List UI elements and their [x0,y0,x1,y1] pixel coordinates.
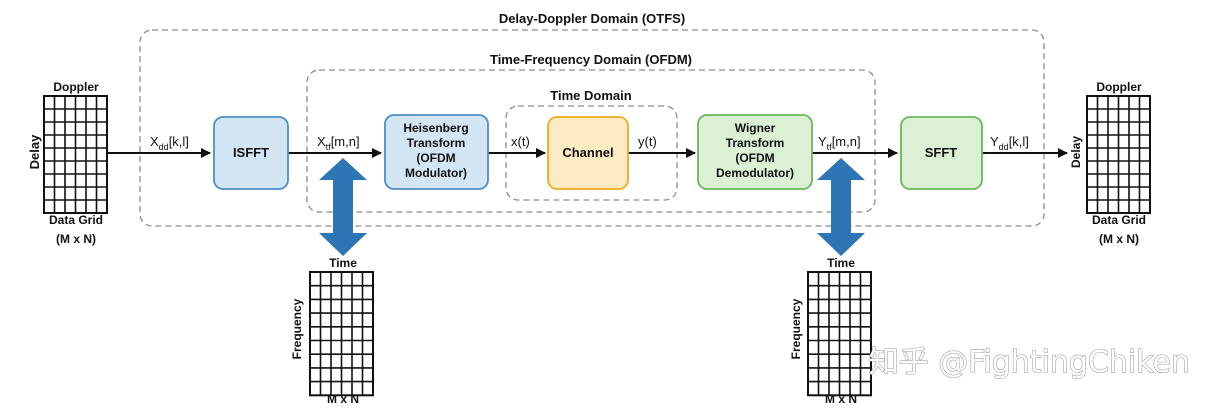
tf-rx-grid [807,271,872,397]
heisenberg-line-1: Heisenberg [403,121,468,135]
input-delay-doppler-grid [43,95,108,214]
wigner-line-1: Wigner [735,121,776,135]
heisenberg-line-2: Transform [407,136,466,150]
output-delay-doppler-grid [1086,95,1151,214]
tf-tx-grid [309,271,374,397]
output-grid-doppler-label: Doppler [1096,80,1142,94]
tf-rx-size-label: M x N [825,392,857,406]
tf-rx-time-label: Time [827,256,855,270]
signal-xt: x(t) [511,134,530,149]
signal-yt: y(t) [638,134,657,149]
tf-tx-time-label: Time [329,256,357,270]
tf-rx-double-arrow [817,158,865,256]
wigner-line-4: Demodulator) [716,166,794,180]
output-grid-caption-1: Data Grid [1092,213,1146,227]
wigner-block: Wigner Transform (OFDM Demodulator) [697,114,813,190]
signal-xtf: Xtf[m,n] [317,134,360,152]
time-domain-label: Time Domain [550,88,631,103]
signal-ytf: Ytf[m,n] [818,134,861,152]
output-grid-delay-label: Delay [1069,136,1083,168]
channel-label: Channel [562,145,613,160]
input-grid-caption-2: (M x N) [56,232,96,246]
tf-tx-double-arrow [319,158,367,256]
time-frequency-domain-box [306,69,876,213]
heisenberg-line-3: (OFDM [416,151,455,165]
heisenberg-line-4: Modulator) [405,166,467,180]
input-grid-doppler-label: Doppler [53,80,99,94]
input-grid-delay-label: Delay [27,134,42,169]
wigner-line-3: (OFDM [735,151,774,165]
time-frequency-domain-label: Time-Frequency Domain (OFDM) [490,52,692,67]
input-grid-caption-1: Data Grid [49,213,103,227]
sfft-block: SFFT [900,116,983,190]
watermark: 知乎 @FightingChiken [869,345,1190,380]
output-grid-caption-2: (M x N) [1099,232,1139,246]
delay-doppler-domain-box [139,29,1045,227]
isfft-block: ISFFT [213,116,289,190]
delay-doppler-domain-label: Delay-Doppler Domain (OTFS) [499,11,685,26]
sfft-label: SFFT [925,145,958,160]
tf-rx-frequency-label: Frequency [789,298,803,359]
tf-tx-frequency-label: Frequency [290,298,304,359]
tf-tx-size-label: M x N [327,392,359,406]
heisenberg-block: Heisenberg Transform (OFDM Modulator) [384,114,489,190]
signal-ydd: Ydd[k,l] [990,134,1029,152]
isfft-label: ISFFT [233,145,269,160]
channel-block: Channel [547,116,629,190]
wigner-line-2: Transform [726,136,785,150]
signal-xdd: Xdd[k,l] [150,134,189,152]
